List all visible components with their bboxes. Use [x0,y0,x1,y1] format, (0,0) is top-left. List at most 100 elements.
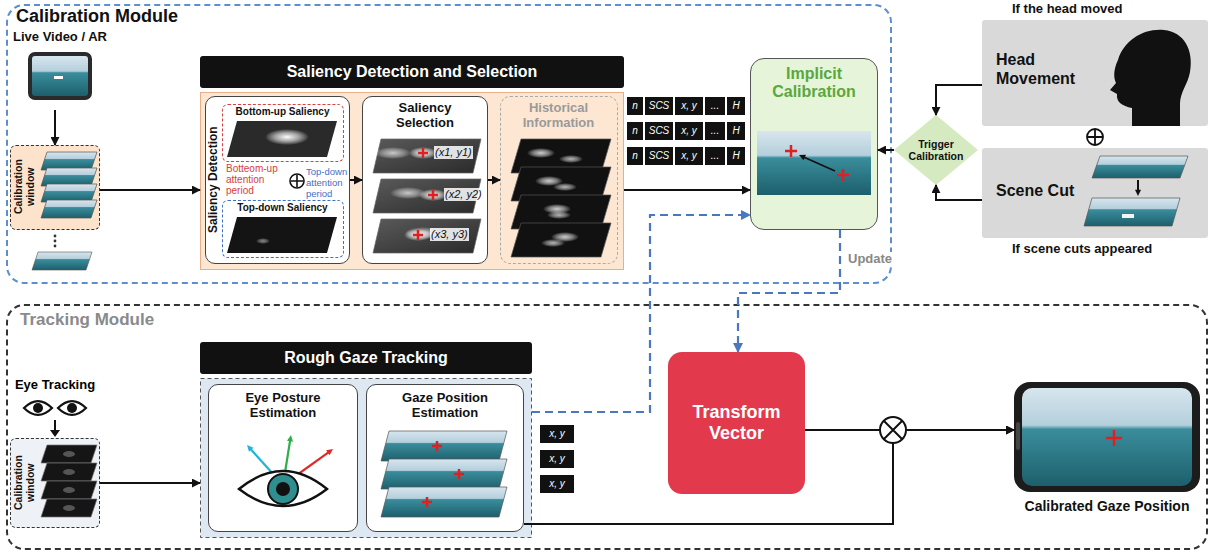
trigger-box: Scene CutIf scene cuts appeared [982,148,1208,238]
illustration-part [201,379,532,538]
illustration-part [256,238,270,244]
node-title: Top-down Saliency [223,202,342,214]
flow-arrow [524,430,1014,524]
illustration-part [428,190,438,200]
illustration-part [804,157,835,171]
data-cell: x, y [675,97,703,115]
node-text: If scene cuts appeared [1012,242,1152,257]
flow-arrow [100,482,200,484]
illustration-part [247,445,253,452]
flow-arrow [54,420,56,430]
illustration-part [785,145,797,157]
illustration-part [418,148,428,158]
coordinate-label: (x1, y1) [434,146,473,159]
node-title: Rough Gaze Tracking [200,342,532,374]
input-label: Eye Tracking [10,378,100,393]
eye-icon [67,403,77,413]
combine-symbol [291,175,303,187]
illustration-part [32,56,88,96]
illustration-part [422,497,432,507]
illustration-part [287,435,293,442]
data-cell: H [727,147,745,165]
combine-symbol [1088,130,1102,144]
data-cell: x, y [540,450,574,468]
illustration-part [837,169,849,181]
node-title: Calibration Module [16,6,178,27]
output-display: Calibrated Gaze Position [1014,382,1200,532]
illustration-part [375,147,411,159]
illustration-part [413,230,423,240]
node-title: Gaze Position Estimation [377,391,513,421]
saliency-map-box: Bottom-up Saliency [222,104,344,162]
flow-arrow [936,85,982,115]
data-cell: x, y [675,147,703,165]
data-cell: H [727,97,745,115]
period-note: Top-down attention period [306,166,350,199]
illustration-part [432,441,442,451]
flow-arrow [54,110,56,145]
illustration-part [409,147,437,159]
flow-arrow [624,189,750,191]
saliency-map-box: Top-down Saliency [222,200,344,258]
node-title: If the head moved [1012,2,1123,17]
flow-arrow [878,149,894,151]
coordinate-label: (x2, y2) [444,188,483,201]
history-box: Historical Information [500,96,618,264]
node-title: Historical Information [507,101,610,131]
illustration-part [1122,214,1134,218]
data-cell: x, y [540,425,574,443]
illustration-part [265,129,309,145]
illustration-part [41,445,97,463]
data-cell: H [727,122,745,140]
illustration-part [268,474,298,504]
update-connector [532,215,750,412]
illustration-part [41,184,97,202]
illustration-part [799,155,806,161]
node-illustration [11,146,98,228]
node-title: Bottom-up Saliency [223,106,342,118]
illustration-part [227,217,337,253]
eye-icon [58,401,86,415]
node-title: Calibrated Gaze Position [1004,498,1210,514]
process-panel: Rough Gaze TrackingEye Posture Estimatio… [200,342,532,538]
illustration-part [239,471,327,506]
trigger-box: If the head movedHead Movement [982,20,1208,126]
illustration-part [1084,198,1180,226]
node-title: Live Video / AR [10,30,110,45]
video-source: Live Video / AR [20,30,100,110]
illustration-part [1014,382,1200,492]
combine-symbol [290,174,304,188]
illustration-part [527,148,555,158]
flow-arrow [805,429,1014,431]
data-cell: n [627,97,643,115]
illustration-part [1137,180,1139,190]
transform-box: Transform Vector [668,352,805,494]
ellipsis-dot [54,240,57,243]
eye-icon [33,403,43,413]
illustration-part [41,200,97,218]
illustration-part [1022,388,1192,486]
node-title: Calibration window [12,146,38,228]
multiply-symbol [884,421,902,439]
data-cell: n [627,147,643,165]
illustration-part [276,482,290,496]
process-box: Implicit Calibration [750,58,878,230]
node-title: Scene Cut [996,182,1074,200]
module-region: Tracking ModuleCalibration windowRough G… [6,304,1208,550]
node-title: Saliency Detection [207,97,223,263]
update-connector [738,230,840,352]
illustration-part [41,481,97,499]
illustration-part [201,93,624,270]
illustration-part [54,76,63,79]
combine-symbol [1087,129,1103,145]
node-title: Saliency Selection [377,101,473,131]
illustration-part [1016,422,1020,450]
module-region: Calibration ModuleLive Video / AR Calibra… [6,4,892,284]
illustration-part [63,505,75,511]
illustration-part [894,115,978,185]
node-text: Head Movement [996,50,1086,88]
illustration-part [63,451,75,457]
illustration-part [541,239,565,247]
node-illustration [11,439,98,526]
illustration-part [63,487,75,493]
